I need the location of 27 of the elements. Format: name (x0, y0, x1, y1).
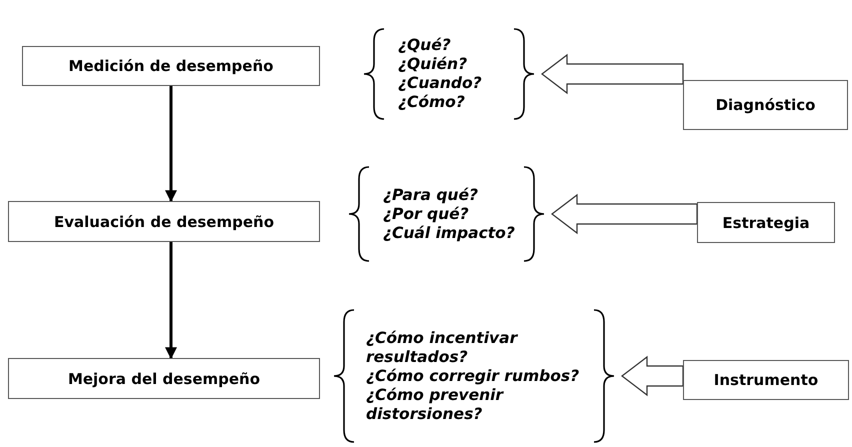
question-text: ¿Por qué? (383, 204, 470, 224)
label-box (8, 201, 320, 242)
question-text: ¿Cuál impacto? (383, 224, 516, 242)
question-text: ¿Cómo prevenir distorsiones? (366, 386, 505, 424)
question-text: ¿Quién? (398, 55, 468, 74)
question-text: ¿Cómo? (398, 93, 466, 112)
label-box (22, 46, 320, 86)
box-label: Instrumento (714, 371, 818, 389)
question-text: ¿Cómo incentivar resultados? (366, 328, 519, 366)
box-label: Evaluación de desempeño (54, 212, 274, 230)
arrow (165, 86, 177, 202)
question-text: ¿Cómo corregir rumbos? (366, 366, 580, 386)
hollow-arrow (621, 356, 684, 396)
hollow-arrow (551, 194, 698, 234)
label-box (8, 358, 320, 399)
box-label: Estrategia (722, 214, 810, 232)
box-label: Mejora del desempeño (68, 370, 260, 388)
box-label: Diagnóstico (716, 96, 816, 114)
label-box (683, 360, 849, 400)
question-text: ¿Para qué? (383, 186, 479, 204)
question-text: ¿Cuando? (398, 74, 483, 93)
label-box (697, 202, 835, 243)
box-label: Medición de desempeño (68, 57, 274, 75)
question-text: ¿Qué? (398, 36, 452, 55)
hollow-arrow (541, 54, 684, 94)
label-box (683, 80, 848, 130)
arrow (165, 242, 177, 360)
